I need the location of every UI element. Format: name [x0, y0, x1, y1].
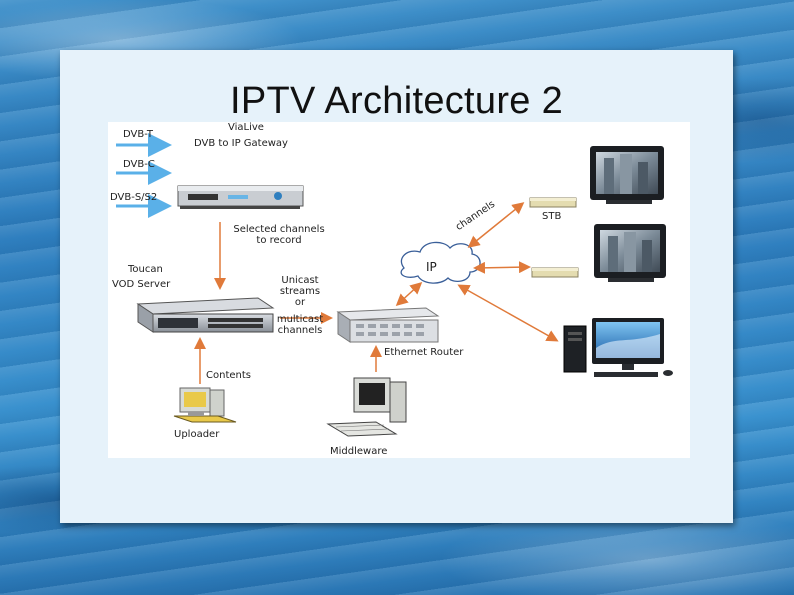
vod-server-name: Toucan — [128, 264, 163, 275]
input-label-dvb-t: DVB-T — [123, 129, 154, 140]
slide-title: IPTV Architecture 2 — [229, 80, 564, 122]
input-arrows — [116, 133, 172, 218]
uploader-label: Uploader — [174, 429, 220, 440]
input-label-dvb-c: DVB-C — [123, 159, 155, 170]
vod-server-desc: VOD Server — [112, 279, 171, 290]
gateway-name: ViaLive — [228, 122, 264, 133]
cloud-pc-arrow — [457, 284, 559, 342]
stream-note-2: streams — [279, 286, 321, 297]
stb-label: STB — [542, 211, 562, 222]
ip-cloud-icon — [400, 241, 481, 284]
middleware-pc-icon — [326, 377, 407, 437]
iptv-diagram: DVB-T DVB-C DVB-S/S2 ViaLive DVB to IP G… — [108, 122, 690, 458]
record-note-1: Selected channels — [233, 224, 325, 235]
desktop-pc-icon — [563, 318, 673, 377]
router-cloud-arrow — [395, 281, 423, 307]
stb-box-icon — [529, 197, 577, 208]
contents-label: Contents — [206, 370, 251, 381]
diagram-graphics — [116, 133, 673, 437]
ethernet-router-icon — [336, 307, 440, 343]
stream-note-5: channels — [277, 325, 323, 336]
stream-note-3: or — [294, 297, 306, 308]
stb-box-icon — [531, 267, 579, 278]
ip-cloud-label: IP — [426, 260, 437, 274]
middleware-label: Middleware — [330, 446, 388, 457]
slide: IPTV Architecture 2 — [60, 50, 733, 523]
router-label: Ethernet Router — [384, 347, 464, 358]
tv-icon — [594, 224, 666, 282]
tv-icon — [590, 146, 664, 204]
gateway-device-icon — [177, 185, 304, 209]
vod-server-icon — [136, 297, 275, 333]
cloud-stb1-arrow — [467, 202, 525, 248]
input-label-dvb-s: DVB-S/S2 — [110, 192, 158, 203]
uploader-pc-icon — [173, 387, 237, 423]
cloud-stb2-arrow — [473, 261, 531, 274]
stream-note-1: Unicast — [281, 275, 319, 286]
stream-note-4: multicast — [276, 314, 324, 325]
record-note-2: to record — [256, 235, 302, 246]
gateway-desc: DVB to IP Gateway — [194, 138, 288, 149]
